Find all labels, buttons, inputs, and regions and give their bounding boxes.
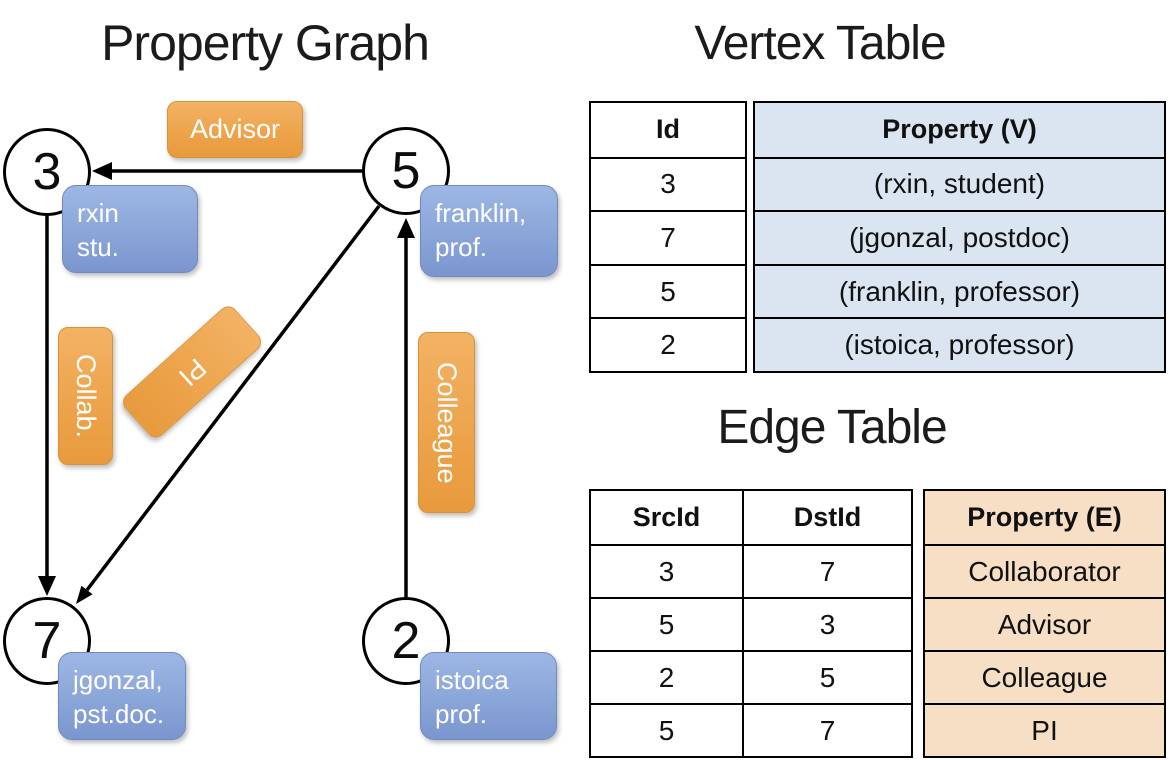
edge-table-cell-src: 2: [591, 650, 742, 703]
edge-table-header-property: Property (E): [967, 502, 1122, 532]
vertex-table-cell-id: 7: [591, 210, 745, 264]
node-property-istoica: istoica prof.: [420, 652, 557, 740]
vertex-table-cell-id: 5: [591, 263, 745, 318]
edge-table-cell-property: Advisor: [925, 597, 1164, 650]
vertex-table-cell-id: 3: [591, 156, 745, 211]
node-property-jgonzal: jgonzal, pst.doc.: [58, 652, 186, 740]
graph-node-2: 2: [362, 597, 450, 685]
edge-table-cell-dst: 5: [742, 650, 911, 703]
node-7-id: 7: [32, 612, 62, 670]
node-5-id: 5: [391, 142, 421, 200]
vertex-table-id-column: Id 3 7 5 2: [589, 101, 747, 373]
edge-5-to-3: [92, 162, 363, 180]
vertex-table-cell-property: (jgonzal, postdoc): [755, 210, 1164, 264]
edge-label-advisor: Advisor: [167, 101, 303, 158]
edge-5-to-7: [76, 204, 381, 604]
edge-table-cell-dst: 7: [742, 544, 911, 597]
edge-3-to-7: [38, 215, 56, 596]
edge-2-to-5: [397, 218, 415, 597]
vertex-table-cell-id: 2: [591, 317, 745, 371]
vertex-table-property-column: Property (V) (rxin, student) (jgonzal, p…: [753, 101, 1166, 373]
edge-table-cell-property: Collaborator: [925, 544, 1164, 597]
edge-table-src-dst-columns: SrcId DstId 3 7 5 3 2 5 5 7: [589, 489, 913, 758]
edge-table-title: Edge Table: [717, 401, 947, 454]
edge-table-cell-src: 5: [591, 703, 742, 756]
edge-table-header-dstid: DstId: [742, 491, 911, 544]
node-property-franklin: franklin, prof.: [420, 185, 558, 277]
graph-edges-canvas: [38, 162, 415, 604]
edge-table-cell-dst: 7: [742, 703, 911, 756]
vertex-table-cell-property: (istoica, professor): [755, 317, 1164, 371]
edge-table-header-srcid: SrcId: [632, 502, 701, 532]
edge-table-cell-property: PI: [925, 703, 1164, 756]
vertex-table-cell-property: (rxin, student): [755, 156, 1164, 211]
edge-label-collab: Collab.: [58, 327, 113, 465]
edge-table-cell-dst: 3: [742, 597, 911, 650]
node-2-id: 2: [391, 612, 421, 670]
edge-label-colleague: Colleague: [418, 332, 475, 513]
edge-table-cell-property: Colleague: [925, 650, 1164, 703]
vertex-table-title: Vertex Table: [694, 17, 946, 70]
vertex-table-header-id: Id: [656, 114, 680, 145]
edge-table-cell-src: 3: [591, 544, 742, 597]
node-3-id: 3: [32, 143, 62, 201]
node-property-rxin: rxin stu.: [62, 185, 198, 273]
vertex-table-cell-property: (franklin, professor): [755, 263, 1164, 318]
property-graph-title: Property Graph: [101, 15, 430, 71]
edge-table-property-column: Property (E) Collaborator Advisor Collea…: [923, 489, 1166, 758]
vertex-table-header-property: Property (V): [882, 114, 1037, 145]
edge-table-cell-src: 5: [591, 597, 742, 650]
